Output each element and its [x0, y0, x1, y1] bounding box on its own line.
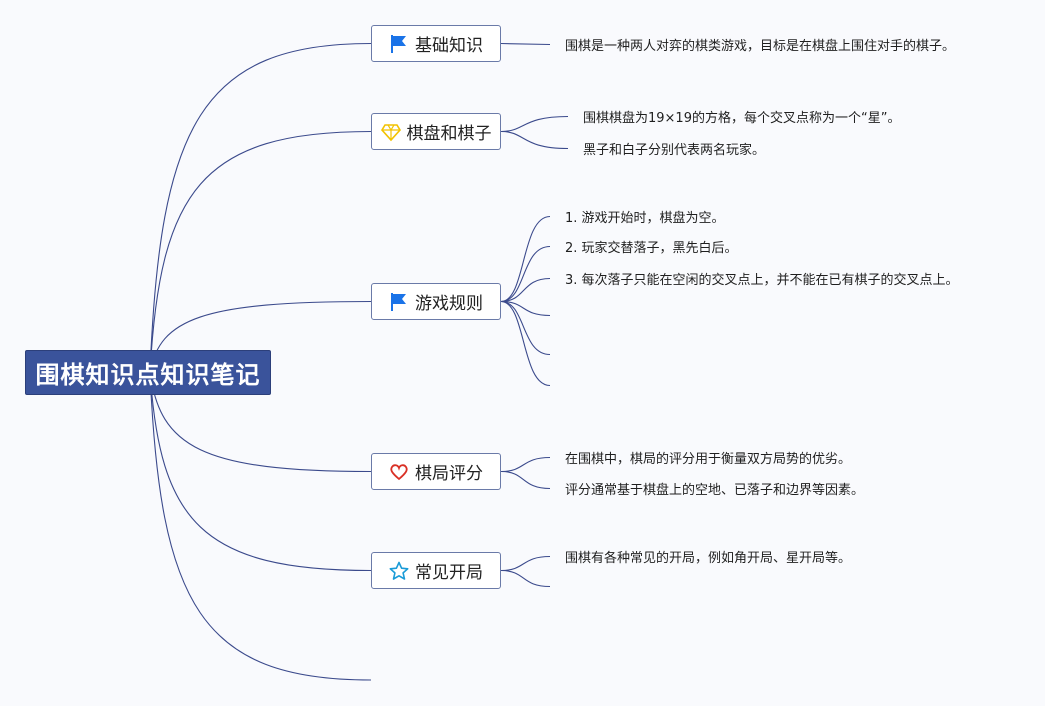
topic-5[interactable]: 常见开局: [371, 552, 501, 589]
topic-label: 游戏规则: [415, 294, 483, 314]
topic-4-note-branch-1: [500, 456, 551, 473]
topic-2-note-branch-1: [500, 115, 569, 133]
topic-2-note-branch-2: [500, 130, 569, 150]
note-text[interactable]: 在围棋中，棋局的评分用于衡量双方局势的优劣。: [565, 452, 852, 467]
topic-label: 棋盘和棋子: [406, 124, 492, 144]
note-text[interactable]: 3. 每次落子只能在空闲的交叉点上，并不能在已有棋子的交叉点上。: [565, 273, 959, 288]
topic-label: 常见开局: [415, 563, 483, 583]
note-text[interactable]: 黑子和白子分别代表两名玩家。: [583, 143, 766, 158]
note-text[interactable]: 围棋棋盘为19×19的方格，每个交叉点称为一个“星”。: [583, 111, 901, 126]
flag-icon: [389, 292, 409, 312]
topic-4-note-branch-2: [500, 470, 551, 490]
topic-3-note-branch-3: [500, 277, 551, 303]
root-branch-2: [149, 130, 372, 373]
flag-icon: [389, 34, 409, 54]
topic-label: 棋局评分: [415, 464, 483, 484]
note-text[interactable]: 评分通常基于棋盘上的空地、已落子和边界等因素。: [565, 483, 865, 498]
topic-3-note-branch-2: [500, 245, 551, 303]
note-text[interactable]: 围棋是一种两人对弈的棋类游戏，目标是在棋盘上围住对手的棋子。: [565, 39, 956, 54]
root-branch-4: [149, 371, 372, 473]
topic-label: 基础知识: [415, 36, 483, 56]
root-topic[interactable]: 围棋知识点知识笔记: [25, 350, 271, 395]
note-text[interactable]: 2. 玩家交替落子，黑先白后。: [565, 241, 738, 256]
note-text[interactable]: 1. 游戏开始时，棋盘为空。: [565, 211, 725, 226]
topic-3-note-branch-1: [500, 215, 551, 303]
topic-1[interactable]: 基础知识: [371, 25, 501, 62]
note-text[interactable]: 围棋有各种常见的开局，例如角开局、星开局等。: [565, 551, 852, 566]
root-branch-empty: [149, 371, 372, 681]
topic-5-note-branch-2: [500, 569, 551, 588]
topic-4[interactable]: 棋局评分: [371, 453, 501, 490]
topic-3-note-branch-5: [500, 300, 551, 356]
topic-1-note-branch-1: [500, 42, 551, 46]
root-branch-5: [149, 371, 372, 572]
diamond-icon: [380, 122, 401, 142]
topic-3-note-branch-4: [500, 300, 551, 317]
topic-3-note-branch-6: [500, 300, 551, 387]
topic-5-note-branch-1: [500, 555, 551, 572]
topic-3[interactable]: 游戏规则: [371, 283, 501, 320]
root-branch-1: [149, 42, 372, 373]
topic-2[interactable]: 棋盘和棋子: [371, 113, 501, 150]
heart-icon: [389, 462, 409, 482]
star-icon: [389, 561, 409, 581]
